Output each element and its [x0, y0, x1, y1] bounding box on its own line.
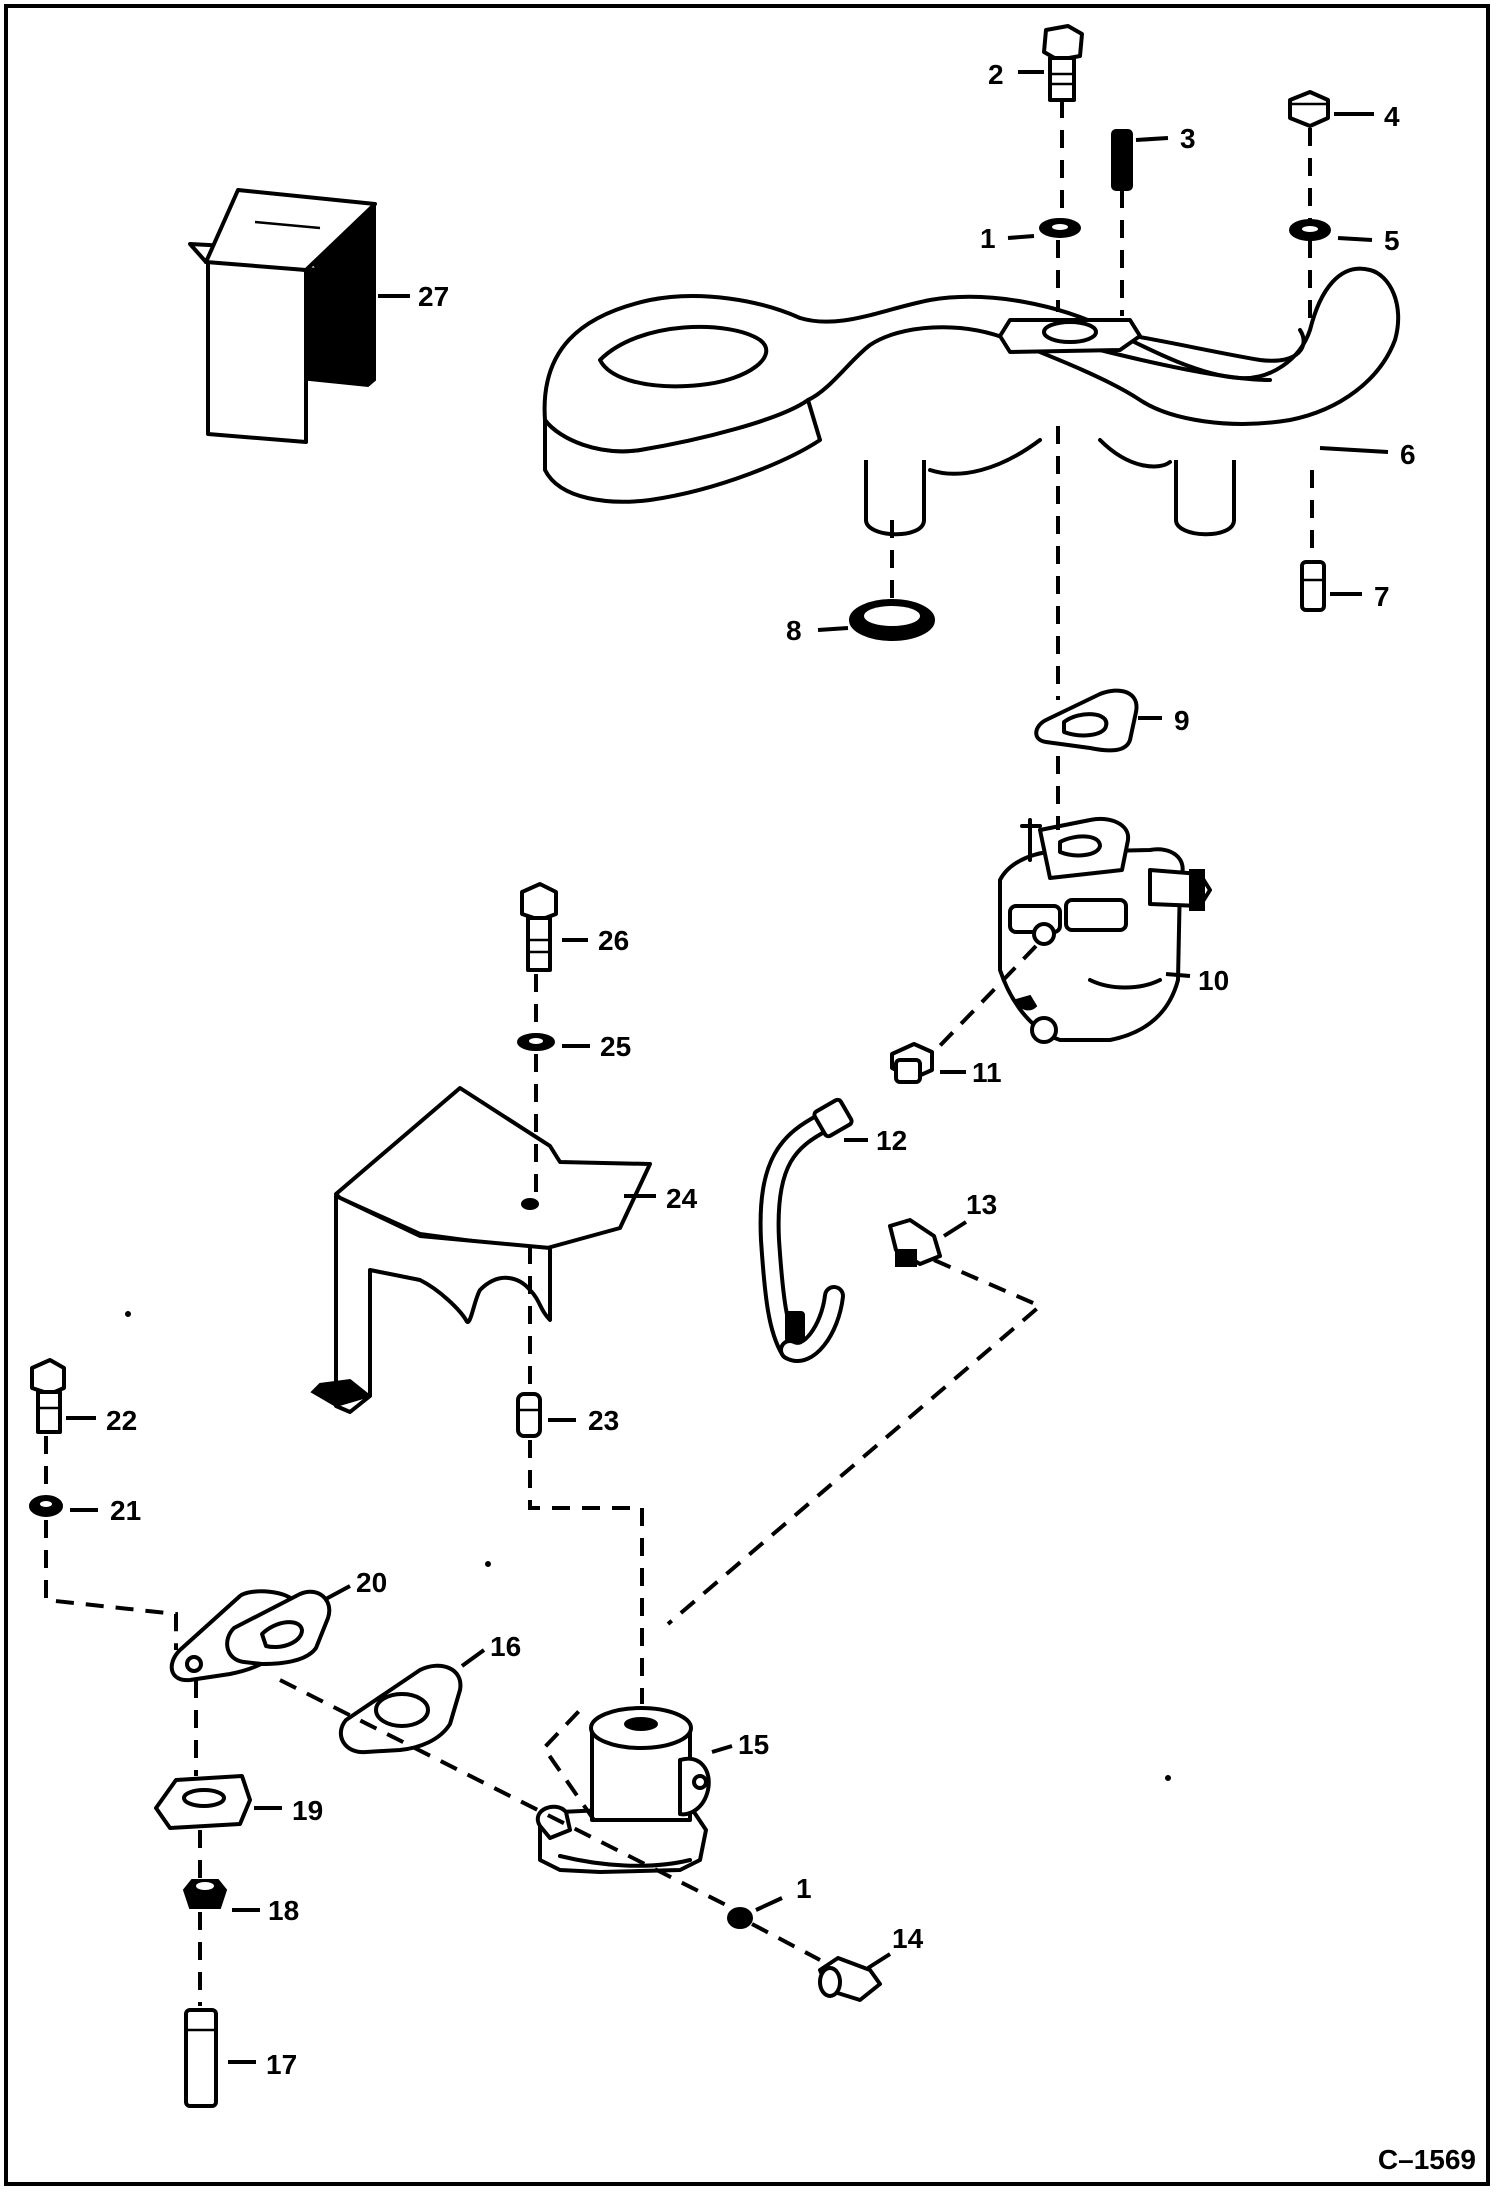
part-17-stud: [184, 2008, 256, 2108]
part-15-fuel-pump: [535, 1706, 733, 1874]
callout-6: 6: [1400, 439, 1416, 470]
callout-16: 16: [490, 1631, 521, 1662]
callout-27: 27: [418, 281, 449, 312]
part-1-washer-bottom: [727, 1896, 783, 1929]
callout-15: 15: [738, 1729, 769, 1760]
callout-14: 14: [892, 1923, 924, 1954]
part-3-stud: [1111, 129, 1169, 191]
part-21-lockwasher: [29, 1495, 98, 1517]
callout-19: 19: [292, 1795, 323, 1826]
part-10-carburetor: [998, 817, 1212, 1044]
part-20-adapter: [169, 1584, 351, 1683]
callout-23: 23: [588, 1405, 619, 1436]
callout-5: 5: [1384, 225, 1400, 256]
part-18-nut: [182, 1879, 260, 1912]
callout-11: 11: [972, 1057, 1002, 1088]
part-13-elbow: [888, 1218, 968, 1267]
part-19-plate: [154, 1774, 282, 1830]
part-23-spacer: [516, 1392, 576, 1438]
part-22-bolt: [30, 1358, 96, 1434]
part-5-washer: [1289, 219, 1373, 242]
callout-8: 8: [786, 615, 802, 646]
callout-22: 22: [106, 1405, 137, 1436]
part-7-fitting: [1300, 560, 1362, 612]
callout-21: 21: [110, 1495, 141, 1526]
callout-24: 24: [666, 1183, 698, 1214]
callout-4: 4: [1384, 101, 1400, 132]
callout-13: 13: [966, 1189, 997, 1220]
callout-1-top: 1: [980, 223, 996, 254]
part-11-fitting: [890, 1042, 966, 1084]
figure-code: C–1569: [1377, 2144, 1476, 2175]
part-14-screw: [818, 1952, 892, 2002]
part-4-nut: [1288, 90, 1374, 128]
speck: [485, 1561, 491, 1567]
callout-26: 26: [598, 925, 629, 956]
callout-2: 2: [988, 59, 1004, 90]
callout-3: 3: [1180, 123, 1196, 154]
part-26-bolt: [520, 882, 588, 972]
callout-17: 17: [266, 2049, 297, 2080]
part-6-manifold: [542, 266, 1401, 537]
part-8-oring: [817, 599, 935, 641]
part-9-gasket: [1034, 688, 1162, 753]
diagram-frame: [4, 4, 1490, 2186]
speck: [125, 1311, 131, 1317]
speck: [1165, 1775, 1171, 1781]
part-2-bolt: [1018, 24, 1084, 102]
callout-labels: 2 3 4 1 5 27 6 7 8 9 26 10 25 11 12 24 1…: [106, 59, 1416, 2080]
assembly-dashed-lines: [44, 100, 1314, 2006]
callout-20: 20: [356, 1567, 387, 1598]
part-25-washer: [517, 1033, 590, 1051]
callout-12: 12: [876, 1125, 907, 1156]
callout-9: 9: [1174, 705, 1190, 736]
callout-1-bottom: 1: [796, 1873, 812, 1904]
callout-10: 10: [1198, 965, 1229, 996]
part-16-gasket: [338, 1648, 486, 1755]
callout-18: 18: [268, 1895, 299, 1926]
callout-25: 25: [600, 1031, 631, 1062]
part-24-shield: [310, 1086, 656, 1414]
part-12-fuel-line: [758, 1097, 868, 1363]
callout-7: 7: [1374, 581, 1390, 612]
part-27-block: [188, 188, 410, 444]
part-1-washer-top: [1007, 218, 1081, 240]
